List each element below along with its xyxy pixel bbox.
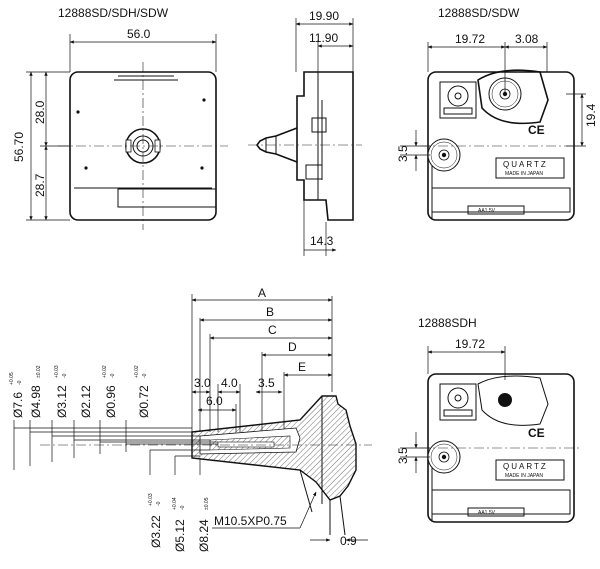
back-sdh-quartz-label: QUARTZ <box>503 462 548 471</box>
back-sdw-quartz-label: QUARTZ <box>503 160 548 169</box>
dim-6-0: 6.0 <box>206 394 223 408</box>
svg-text:+0.02: +0.02 <box>134 365 140 378</box>
svg-text:+0.02: +0.02 <box>102 365 108 378</box>
side-case-label: 11.90 <box>309 31 338 45</box>
dia-8-24: Ø8.24 <box>197 519 211 552</box>
front-height-label: 56.70 <box>12 132 26 162</box>
back-view-sdw: 12888SD/SDW 19.72 3.08 AA1.5V 19.4 3.5 <box>396 6 598 221</box>
back-sdh-circuit <box>439 383 477 421</box>
svg-text:+0.03: +0.03 <box>148 493 154 506</box>
back-sdw-circuit <box>439 81 477 119</box>
dim-letter-a: A <box>258 286 266 300</box>
back-sdw-dim-b: 3.08 <box>515 32 539 46</box>
front-view-title: 12888SD/SDH/SDW <box>58 6 169 20</box>
svg-text:-0: -0 <box>180 505 186 510</box>
front-lower-label: 28.7 <box>33 173 47 197</box>
front-width-label: 56.0 <box>127 27 151 41</box>
svg-text:-0: -0 <box>17 380 23 385</box>
dia-4-98: Ø4.98 <box>29 385 43 418</box>
dia-0-72: Ø0.72 <box>137 385 151 418</box>
back-sdw-dim-d: 3.5 <box>396 145 410 162</box>
front-view: 12888SD/SDH/SDW 56.0 56.70 <box>12 6 228 230</box>
side-view: 19.90 11.90 14.3 <box>248 9 362 256</box>
setting-gear <box>427 138 461 172</box>
dim-3-5: 3.5 <box>258 376 275 390</box>
svg-text:+0.05: +0.05 <box>9 372 15 385</box>
dim-letter-e: E <box>298 360 306 374</box>
dim-0-9: 0.9 <box>340 534 357 548</box>
dia-5-12: Ø5.12 <box>173 519 187 552</box>
dim-letter-c: C <box>268 323 277 337</box>
front-battery-slot <box>117 188 217 208</box>
back-sdw-ce-mark: CE <box>528 123 545 137</box>
back-sdw-dim-c: 19.4 <box>584 103 598 127</box>
svg-text:+0.03: +0.03 <box>54 365 60 378</box>
thread-spec-label: M10.5XP0.75 <box>214 514 287 528</box>
back-sdh-dim-a: 19.72 <box>455 337 485 351</box>
back-view-sdh: 12888SDH 19.72 AA1.5V 3.5 CE QUARTZ MADE… <box>396 316 580 523</box>
svg-text:-0: -0 <box>156 501 162 506</box>
svg-text:±0.02: ±0.02 <box>36 365 42 378</box>
back-sdh-quartz-plate <box>495 459 565 481</box>
dim-letter-d: D <box>288 340 297 354</box>
back-sdw-battery-label: AA1.5V <box>478 208 496 214</box>
setting-gear-sdh <box>427 440 461 474</box>
svg-text:-0: -0 <box>62 373 68 378</box>
back-sdh-dim-d: 3.5 <box>396 447 410 464</box>
back-sdw-quartz-plate <box>495 157 565 179</box>
second-hand-gear-cover <box>477 69 549 125</box>
dia-3-12: Ø3.12 <box>55 385 69 418</box>
back-sdh-battery-label: AA1.5V <box>478 510 496 516</box>
dim-4-0: 4.0 <box>221 376 238 390</box>
hour-shaft-dot <box>498 393 512 407</box>
back-sdw-title: 12888SD/SDW <box>438 6 520 20</box>
shaft-section-view: A B C D E 3.0 4.0 3.5 6.0 <box>9 286 372 552</box>
svg-text:±0.05: ±0.05 <box>204 497 210 510</box>
dim-letter-b: B <box>266 305 274 319</box>
svg-text:-0: -0 <box>142 373 148 378</box>
back-sdh-ce-mark: CE <box>528 426 545 440</box>
dia-7-6: Ø7.6 <box>11 392 25 418</box>
side-battery-depth-label: 14.3 <box>310 234 334 248</box>
svg-text:-0: -0 <box>110 373 116 378</box>
dia-2-12: Ø2.12 <box>79 385 93 418</box>
movement-body-side <box>296 71 354 221</box>
back-sdh-quartz-sub: MADE IN JAPAN <box>505 473 543 479</box>
svg-text:+0.04: +0.04 <box>172 497 178 510</box>
dim-3-0: 3.0 <box>194 376 211 390</box>
dia-3-22: Ø3.22 <box>149 515 163 548</box>
front-upper-label: 28.0 <box>33 100 47 124</box>
side-depth-label: 19.90 <box>309 9 339 23</box>
back-sdw-quartz-sub: MADE IN JAPAN <box>505 171 543 177</box>
back-sdh-title: 12888SDH <box>418 316 477 330</box>
dia-0-96: Ø0.96 <box>104 385 118 418</box>
back-sdw-dim-a: 19.72 <box>455 32 485 46</box>
